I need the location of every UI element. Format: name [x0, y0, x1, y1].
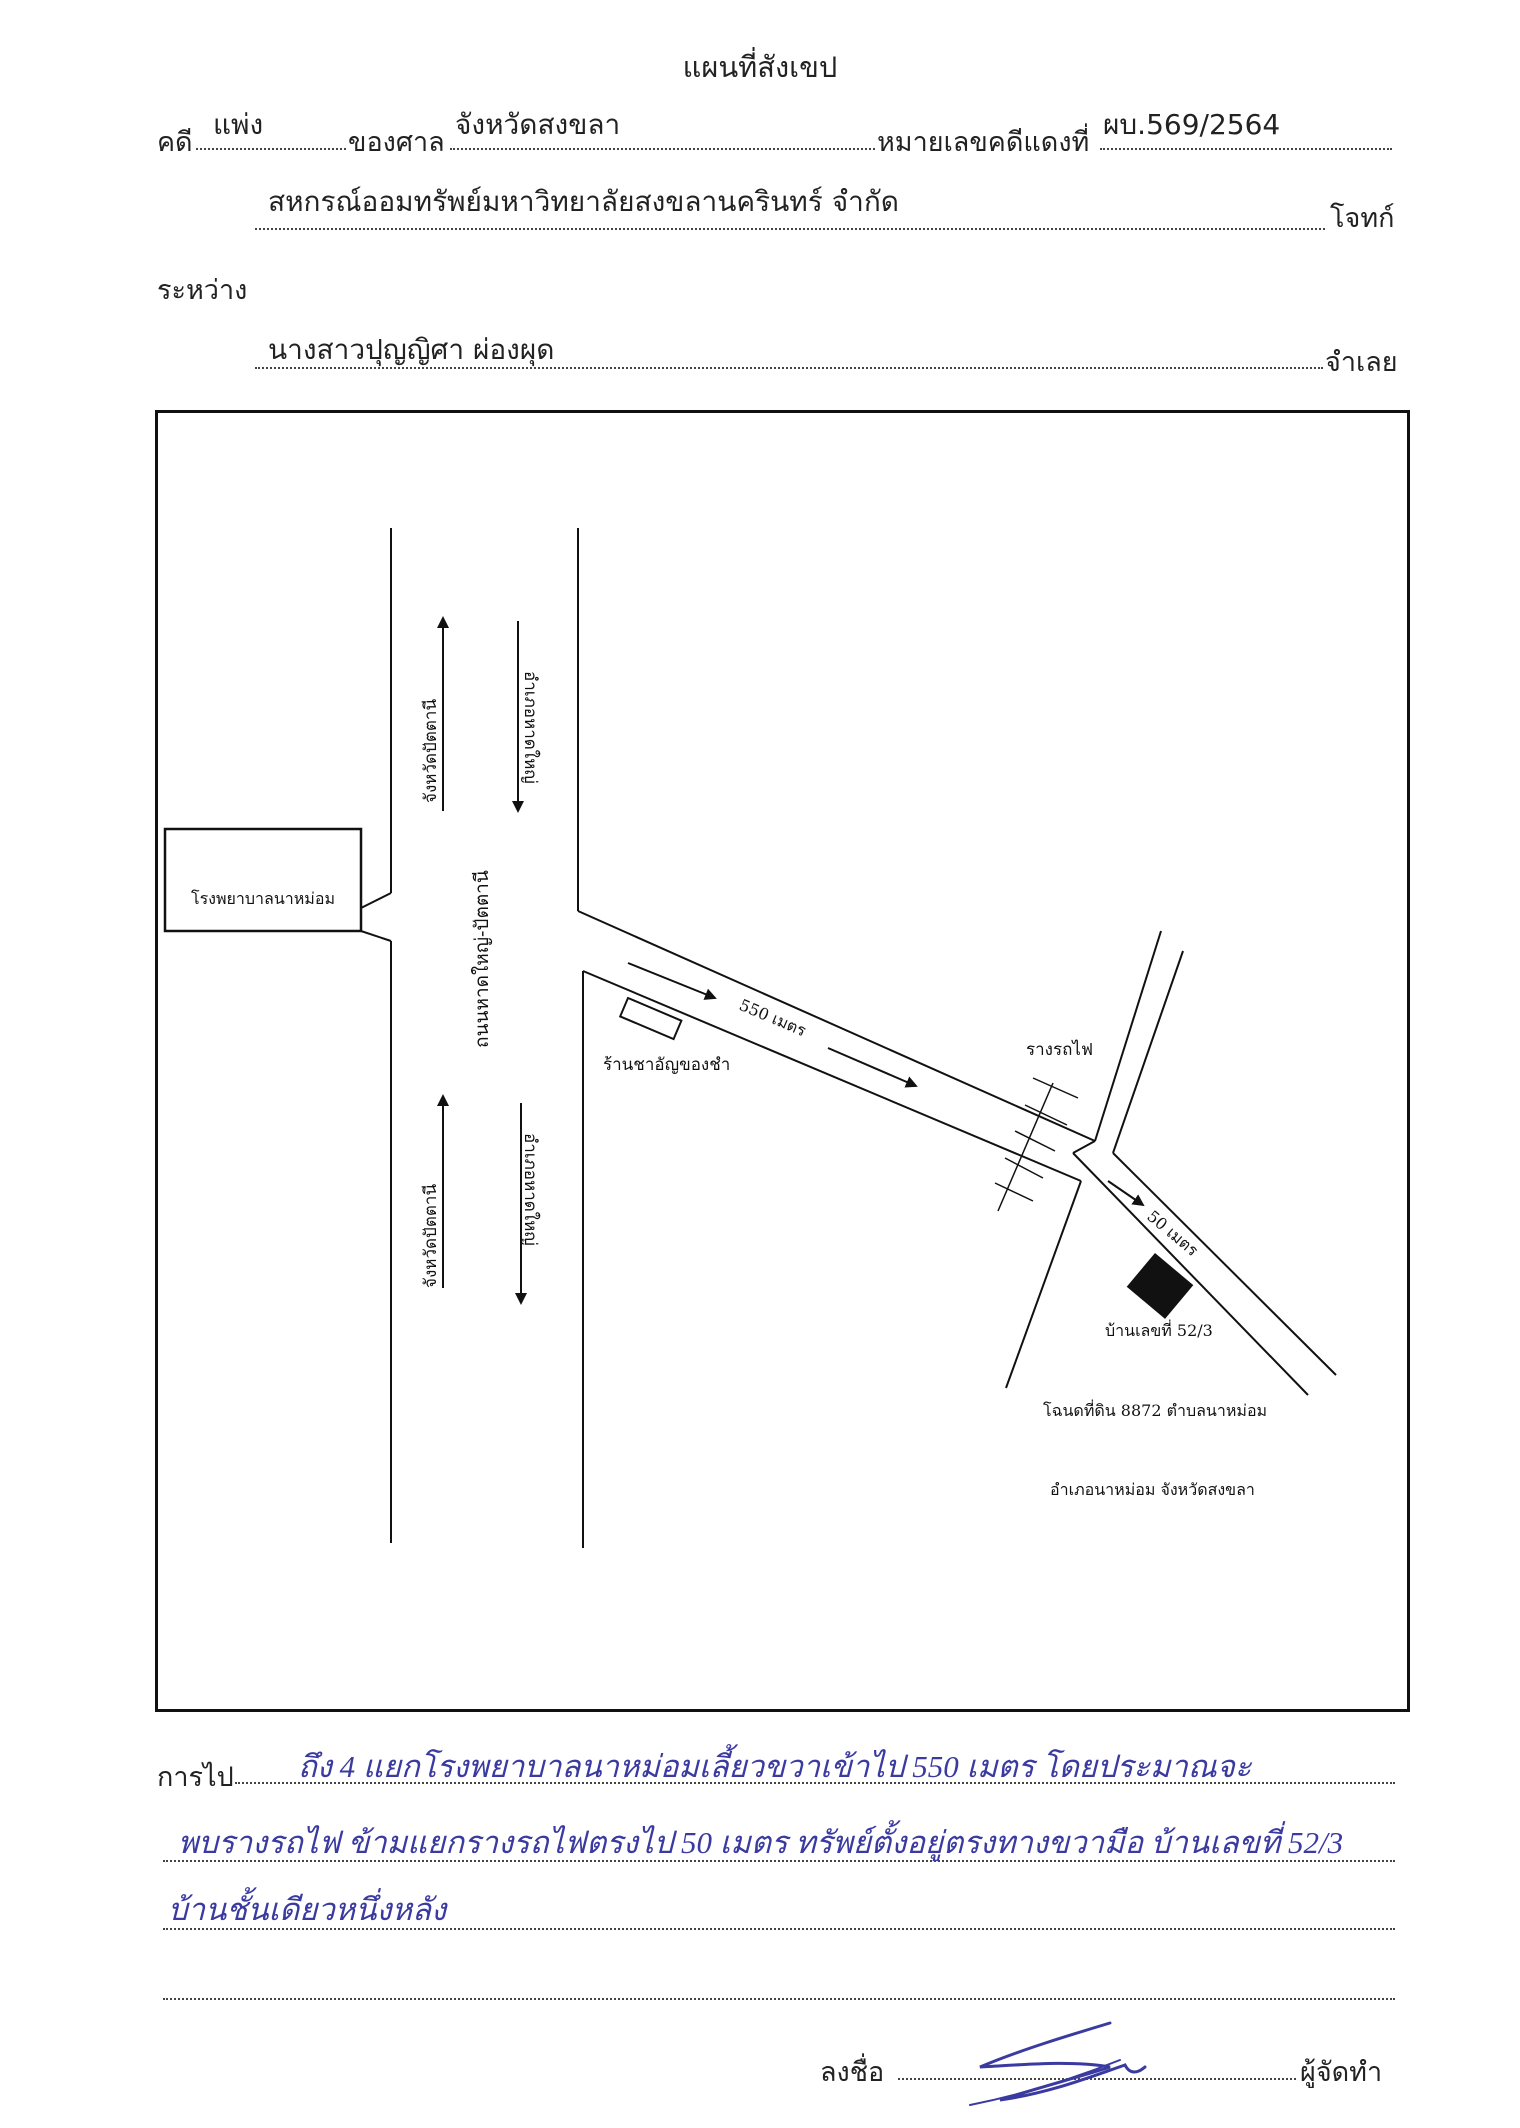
side-road-upper-edge: [577, 910, 1096, 1142]
direction-hatyai-bottom: อำเภอหาดใหญ่: [520, 1133, 541, 1246]
directions-text-3: บ้านชั้นเดียวหนึ่งหลัง: [168, 1892, 447, 1927]
plaintiff-label: โจทก์: [1330, 203, 1395, 234]
defendant-line: [255, 367, 1323, 369]
hospital-box: [163, 827, 363, 933]
distance-550-label: 550 เมตร: [736, 995, 809, 1040]
between-label: ระหว่าง: [157, 275, 248, 306]
side-road-lower-edge: [582, 970, 1082, 1182]
directions-line-3: [163, 1928, 1395, 1930]
directions-text-2: พบรางรถไฟ ข้ามแยกรางรถไฟตรงไป 50 เมตร ทร…: [178, 1825, 1344, 1860]
direction-hatyai-top: อำเภอหาดใหญ่: [520, 671, 541, 784]
case-number-label: หมายเลขคดีแดงที่: [877, 127, 1090, 158]
direction-pattani-bottom: จังหวัดปัตตานี: [421, 1184, 441, 1288]
defendant-label: จำเลย: [1325, 347, 1398, 378]
court-label: ของศาล: [348, 127, 445, 158]
case-label: คดี: [157, 127, 193, 158]
case-number-value: ผบ.569/2564: [1103, 108, 1281, 141]
directions-text-1: ถึง 4 แยกโรงพยาบาลนาหม่อมเลี้ยวขวาเข้าไป…: [298, 1749, 1252, 1784]
district-label: อำเภอนาหม่อม จังหวัดสงขลา: [1050, 1480, 1255, 1499]
case-number-line: [1100, 148, 1392, 150]
shop-label: ร้านชาอัญของชำ: [603, 1055, 730, 1075]
directions-line-4: [163, 1998, 1395, 2000]
shop-marker: [618, 996, 683, 1041]
map-drawing: โรงพยาบาลนาหม่อม ถนนหาดใหญ่-ปัตตานี จังห…: [163, 528, 1337, 1548]
house-marker: [1126, 1253, 1194, 1319]
handwritten-signature: [969, 2021, 1147, 2106]
plaintiff-value: สหกรณ์ออมทรัพย์มหาวิทยาลัยสงขลานครินทร์ …: [268, 185, 899, 218]
map-frame: โรงพยาบาลนาหม่อม ถนนหาดใหญ่-ปัตตานี จังห…: [155, 410, 1410, 1712]
case-type-value: แพ่ง: [213, 108, 264, 141]
signature-label: ลงชื่อ: [820, 2057, 885, 2088]
directions-line-1: [235, 1782, 1395, 1784]
direction-pattani-top: จังหวัดปัตตานี: [421, 699, 441, 803]
hospital-label: โรงพยาบาลนาหม่อม: [191, 889, 335, 908]
signature-role-label: ผู้จัดทำ: [1300, 2057, 1383, 2088]
signature-line: [898, 2078, 1296, 2080]
court-line: [450, 148, 875, 150]
case-type-line: [196, 148, 346, 150]
railway-label: รางรถไฟ: [1026, 1039, 1093, 1060]
deed-label: โฉนดที่ดิน 8872 ตำบลนาหม่อม: [1043, 1399, 1267, 1420]
main-road-label: ถนนหาดใหญ่-ปัตตานี: [471, 870, 493, 1048]
court-name-value: จังหวัดสงขลา: [455, 108, 621, 141]
house-label: บ้านเลขที่ 52/3: [1105, 1319, 1213, 1340]
directions-line-2: [163, 1860, 1395, 1862]
defendant-value: นางสาวปุญญิศา ผ่องผุด: [268, 333, 555, 366]
page-title: แผนที่สังเขป: [682, 50, 838, 84]
directions-label: การไป: [157, 1762, 234, 1793]
plaintiff-line: [255, 228, 1325, 230]
